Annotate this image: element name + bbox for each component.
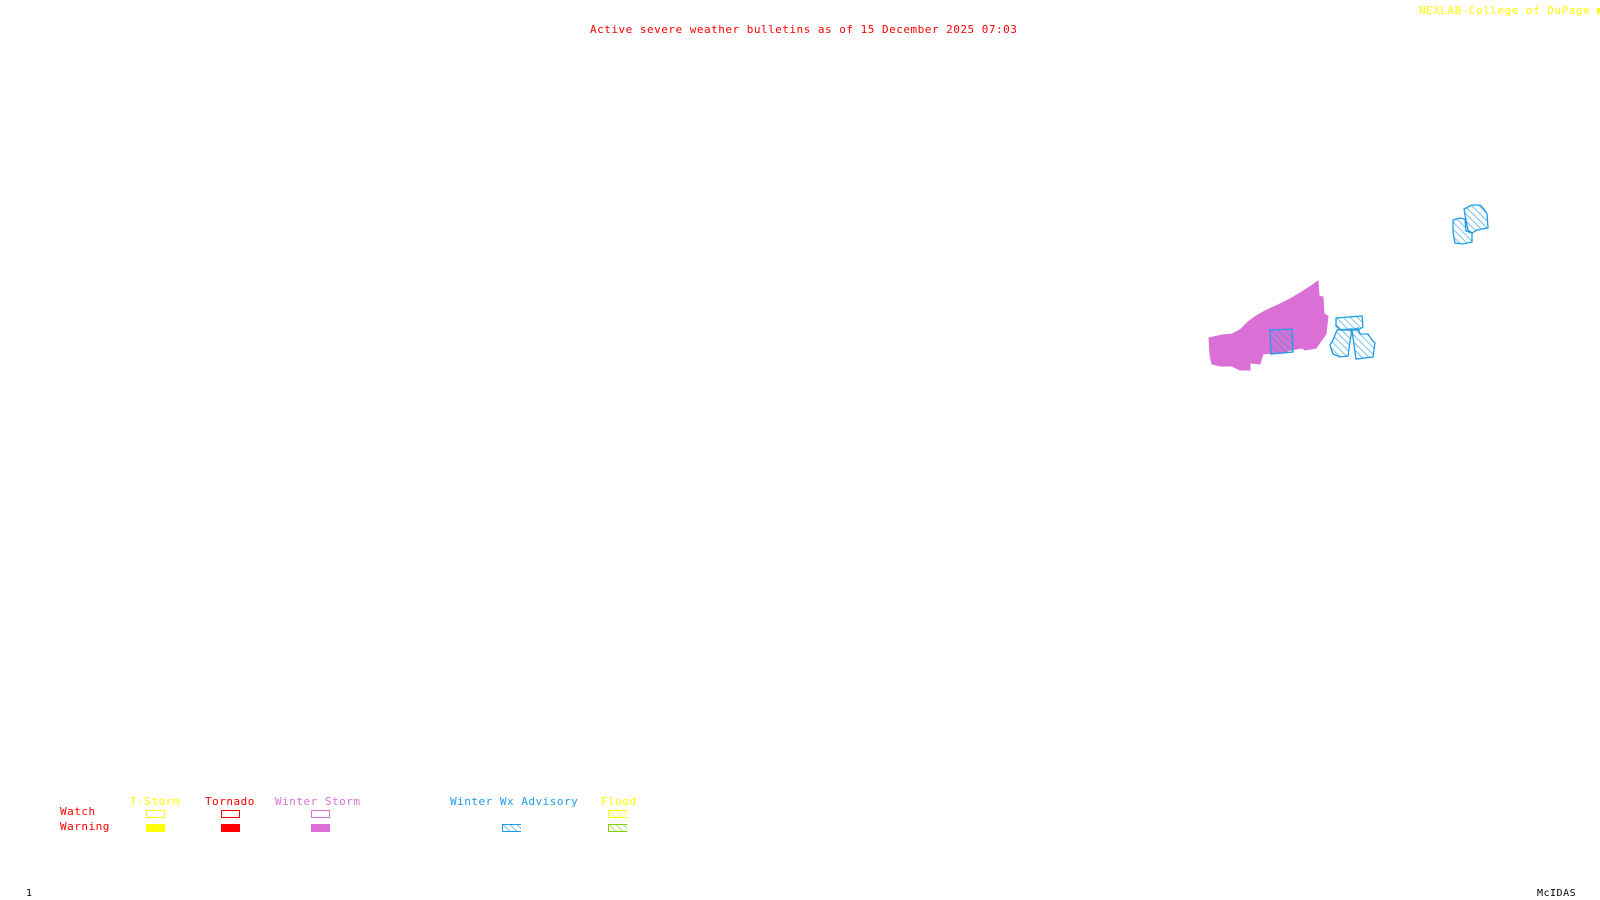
swatch-flood-warning bbox=[608, 824, 627, 832]
swatch-tstorm-warning bbox=[146, 824, 165, 832]
legend-header-winter-wx-advisory: Winter Wx Advisory bbox=[450, 795, 579, 808]
advisory-area[interactable] bbox=[1269, 328, 1294, 355]
legend-row-watch: Watch bbox=[60, 805, 96, 818]
winter-storm-warning-area[interactable] bbox=[1208, 280, 1329, 371]
advisory-area[interactable] bbox=[1329, 328, 1353, 358]
swatch-flood-watch bbox=[608, 810, 627, 818]
credit-label: NEXLAB-College of DuPage ◩ bbox=[1419, 4, 1600, 17]
legend-header-tstorm: T-Storm bbox=[130, 795, 180, 808]
frame-number: 1 bbox=[26, 888, 33, 899]
advisory-area[interactable] bbox=[1335, 315, 1364, 331]
advisory-area[interactable] bbox=[1351, 327, 1376, 360]
software-label: McIDAS bbox=[1537, 888, 1577, 899]
swatch-winter-storm-watch bbox=[311, 810, 330, 818]
swatch-tornado-watch bbox=[221, 810, 240, 818]
swatch-tornado-warning bbox=[221, 824, 240, 832]
swatch-winter-storm-warning bbox=[311, 824, 330, 832]
legend-header-flood: Flood bbox=[601, 795, 637, 808]
swatch-tstorm-watch bbox=[146, 810, 165, 818]
legend-row-warning: Warning bbox=[60, 820, 110, 833]
winter-wx-advisory-areas bbox=[1269, 204, 1489, 360]
swatch-winter-wx-advisory bbox=[502, 824, 521, 832]
legend-header-winter-storm: Winter Storm bbox=[275, 795, 361, 808]
legend-header-tornado: Tornado bbox=[205, 795, 255, 808]
map-title: Active severe weather bulletins as of 15… bbox=[590, 23, 1018, 36]
advisory-area[interactable] bbox=[1452, 217, 1473, 245]
advisory-area[interactable] bbox=[1463, 204, 1489, 234]
